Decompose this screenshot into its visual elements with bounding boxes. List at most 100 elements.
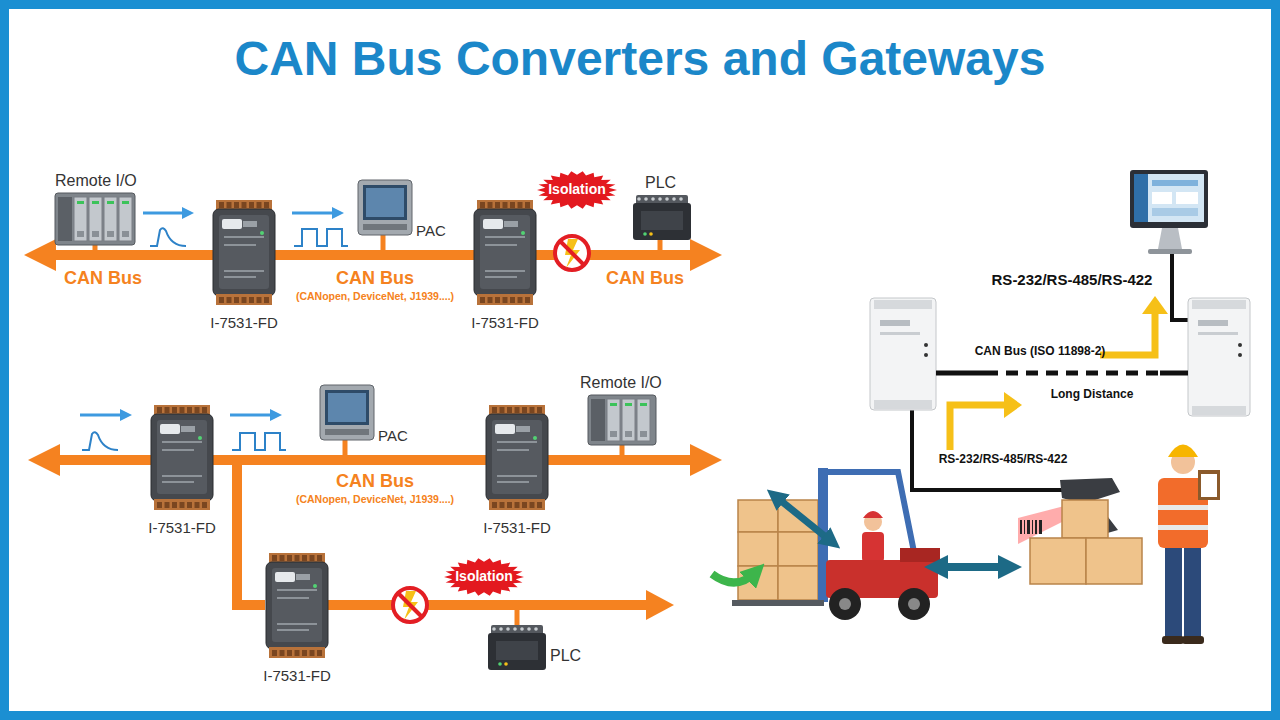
barcode (1035, 520, 1037, 534)
conv-shape (302, 650, 307, 656)
node-label: PLC (550, 647, 581, 665)
rio-shape (607, 399, 620, 441)
monitor-illustration (1176, 192, 1198, 204)
conv-shape (504, 221, 518, 227)
conv-shape (515, 502, 520, 508)
conv-shape (313, 584, 317, 588)
conv-shape (310, 650, 315, 656)
conv-shape (162, 441, 202, 443)
worker (1165, 546, 1182, 638)
rio-shape (625, 431, 632, 437)
rio-shape (640, 431, 647, 437)
node-label: I-7531-FD (483, 520, 551, 537)
distance-note: Long Distance (1051, 388, 1134, 401)
plc-shape (651, 197, 655, 201)
forklift (829, 588, 861, 620)
node-label: Isolation (537, 171, 617, 209)
conv-shape (486, 414, 548, 501)
signal-arrow (230, 414, 276, 417)
gateway-device (1192, 300, 1246, 309)
conv-shape (518, 297, 523, 303)
forklift (732, 468, 940, 620)
conv-shape (280, 555, 285, 561)
bus-label: CAN Bus (ISO 11898-2) (975, 345, 1106, 358)
can-bus-line (328, 600, 650, 610)
node-label: PAC (378, 428, 408, 445)
can-long-line (986, 371, 1160, 376)
conv-shape (195, 407, 200, 413)
rio-shape (77, 201, 84, 204)
can-bus-line (646, 590, 674, 620)
conv-shape (219, 215, 269, 289)
forklift (862, 532, 884, 562)
gateway-device (870, 298, 936, 410)
conv-shape (151, 414, 213, 501)
cargo-boxes (738, 532, 778, 566)
direction-arrow (1004, 392, 1022, 418)
conv-shape (272, 568, 322, 642)
can-long-line (1160, 371, 1188, 376)
conv-shape (525, 202, 530, 208)
bus-stub (658, 239, 663, 252)
conv-shape (242, 202, 247, 208)
isolation-symbol (393, 588, 427, 622)
bus-label: CAN Bus (336, 269, 414, 289)
forklift (732, 600, 824, 606)
conv-shape (530, 502, 535, 508)
node-label: Remote I/O (55, 172, 137, 190)
rio-shape (588, 395, 656, 445)
conv-shape (485, 405, 549, 510)
forklift (898, 588, 930, 620)
can-bus-line (690, 444, 722, 476)
signal-waveform (150, 228, 186, 246)
conv-shape (277, 629, 309, 631)
isolation-badge: Isolation (444, 558, 524, 596)
conv-shape (157, 407, 162, 413)
plc-shape (520, 627, 524, 631)
plc-shape (644, 197, 648, 201)
remote-io-device: Remote I/O (588, 395, 656, 445)
conv-shape (522, 407, 527, 413)
bus-stub (95, 234, 660, 626)
gateway-device (1238, 343, 1242, 347)
node-label: I-7531-FD (263, 668, 331, 685)
conv-shape (162, 449, 194, 451)
conv-shape (495, 297, 500, 303)
bus-stub (343, 439, 348, 457)
conv-shape (497, 475, 537, 477)
converter-device: I-7531-FD (473, 200, 537, 305)
conv-shape (280, 650, 285, 656)
plc-shape (649, 232, 653, 236)
forklift (839, 598, 851, 610)
conv-shape (521, 231, 525, 235)
plc-shape (643, 232, 647, 236)
conv-shape (172, 407, 177, 413)
can-bus-segment (214, 460, 265, 605)
worker (1182, 636, 1204, 644)
rio-shape (622, 399, 635, 441)
rio-shape (591, 399, 605, 441)
conv-shape (165, 502, 170, 508)
conv-shape (257, 202, 262, 208)
conv-shape (480, 202, 485, 208)
barcode-scanner (1018, 478, 1120, 544)
conv-shape (485, 244, 517, 246)
conv-shape (249, 297, 254, 303)
can-bus-line (24, 239, 722, 620)
conv-shape (150, 405, 214, 510)
plc-shape (633, 195, 691, 240)
plc-device: PLC (633, 195, 691, 240)
conv-shape (160, 424, 180, 434)
conv-shape (533, 436, 537, 440)
conv-shape (180, 407, 185, 413)
plc-shape (527, 627, 531, 631)
signal-arrow (143, 212, 188, 215)
converter-device: I-7531-FD (265, 553, 329, 658)
bus-label: CAN Bus (64, 269, 142, 289)
node-label: I-7531-FD (210, 315, 278, 332)
cargo-boxes (1030, 538, 1086, 584)
conv-shape (265, 553, 329, 658)
conv-shape (492, 420, 542, 494)
movement-arrow (712, 496, 1010, 583)
